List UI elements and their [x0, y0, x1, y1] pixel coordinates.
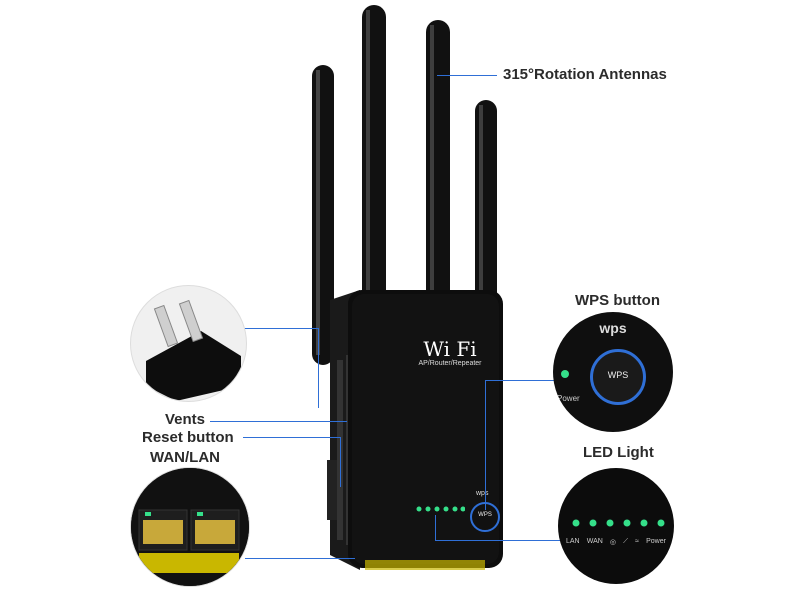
device-led [416, 506, 422, 512]
ethernet-port-icon [131, 468, 249, 586]
zoom-led: LAN WAN ◎ ⟋ ≈ Power [558, 468, 674, 584]
zoom-wps-button-text: WPS [607, 370, 629, 380]
device-led [460, 506, 465, 512]
zoom-led [589, 519, 597, 527]
led-label-power: Power [646, 538, 666, 545]
zoom-led [640, 519, 648, 527]
led-label-signal: ◎ [609, 539, 617, 546]
antenna-center-left [362, 5, 386, 305]
device-wps-button-text: WPS [478, 512, 492, 518]
callout-line-plug-down [318, 328, 319, 408]
led-label-lan: LAN [566, 538, 580, 545]
zoom-led [606, 519, 614, 527]
zoom-ports [130, 467, 250, 587]
callout-wan-lan: WAN/LAN [150, 449, 220, 466]
side-port [327, 460, 337, 520]
callout-line-wps-down [485, 380, 486, 510]
antenna-center-right [426, 20, 450, 305]
antenna-right [475, 100, 497, 310]
callout-line-reset [243, 437, 340, 438]
plug-icon [146, 299, 241, 401]
antenna-left [312, 65, 334, 365]
zoom-led [623, 519, 631, 527]
callout-wps: WPS button [575, 292, 660, 309]
device-brand-subtitle: AP/Router/Repeater [418, 360, 482, 367]
callout-antennas: 315°Rotation Antennas [503, 66, 667, 83]
callout-line-wan [245, 558, 355, 559]
callout-line-vents [210, 421, 347, 422]
zoom-power-label: Power [557, 394, 580, 403]
callout-vents: Vents [165, 411, 206, 428]
device-led [434, 506, 440, 512]
zoom-wps-label: wps [599, 320, 627, 336]
callout-line-plug [243, 328, 318, 329]
device-illustration [312, 5, 503, 570]
zoom-wps: wps Power WPS [553, 312, 673, 432]
device-led-row [415, 505, 465, 513]
device-led [452, 506, 458, 512]
callout-line-led-up [435, 515, 436, 540]
callout-line-reset-down [340, 437, 341, 487]
device-brand: Wi Fi [423, 337, 477, 361]
device-led [443, 506, 449, 512]
callout-line-wps [485, 380, 555, 381]
zoom-power-led [561, 370, 569, 378]
callout-line-antennas [437, 75, 497, 76]
callout-led: LED Light [583, 444, 654, 461]
zoom-led-labels: LAN WAN ◎ ⟋ ≈ Power [566, 538, 666, 546]
callout-reset: Reset button [142, 429, 234, 446]
callout-line-led [435, 540, 560, 541]
zoom-wps-button[interactable]: WPS [590, 349, 646, 405]
device-led [425, 506, 431, 512]
zoom-led [572, 519, 580, 527]
zoom-led-row [572, 519, 665, 527]
device-wps-label: wps [476, 490, 489, 497]
zoom-led [657, 519, 665, 527]
led-label-link: ⟋ [623, 538, 629, 545]
zoom-plug [130, 285, 247, 402]
led-label-wifi: ≈ [635, 538, 639, 545]
led-label-wan: WAN [586, 538, 603, 545]
